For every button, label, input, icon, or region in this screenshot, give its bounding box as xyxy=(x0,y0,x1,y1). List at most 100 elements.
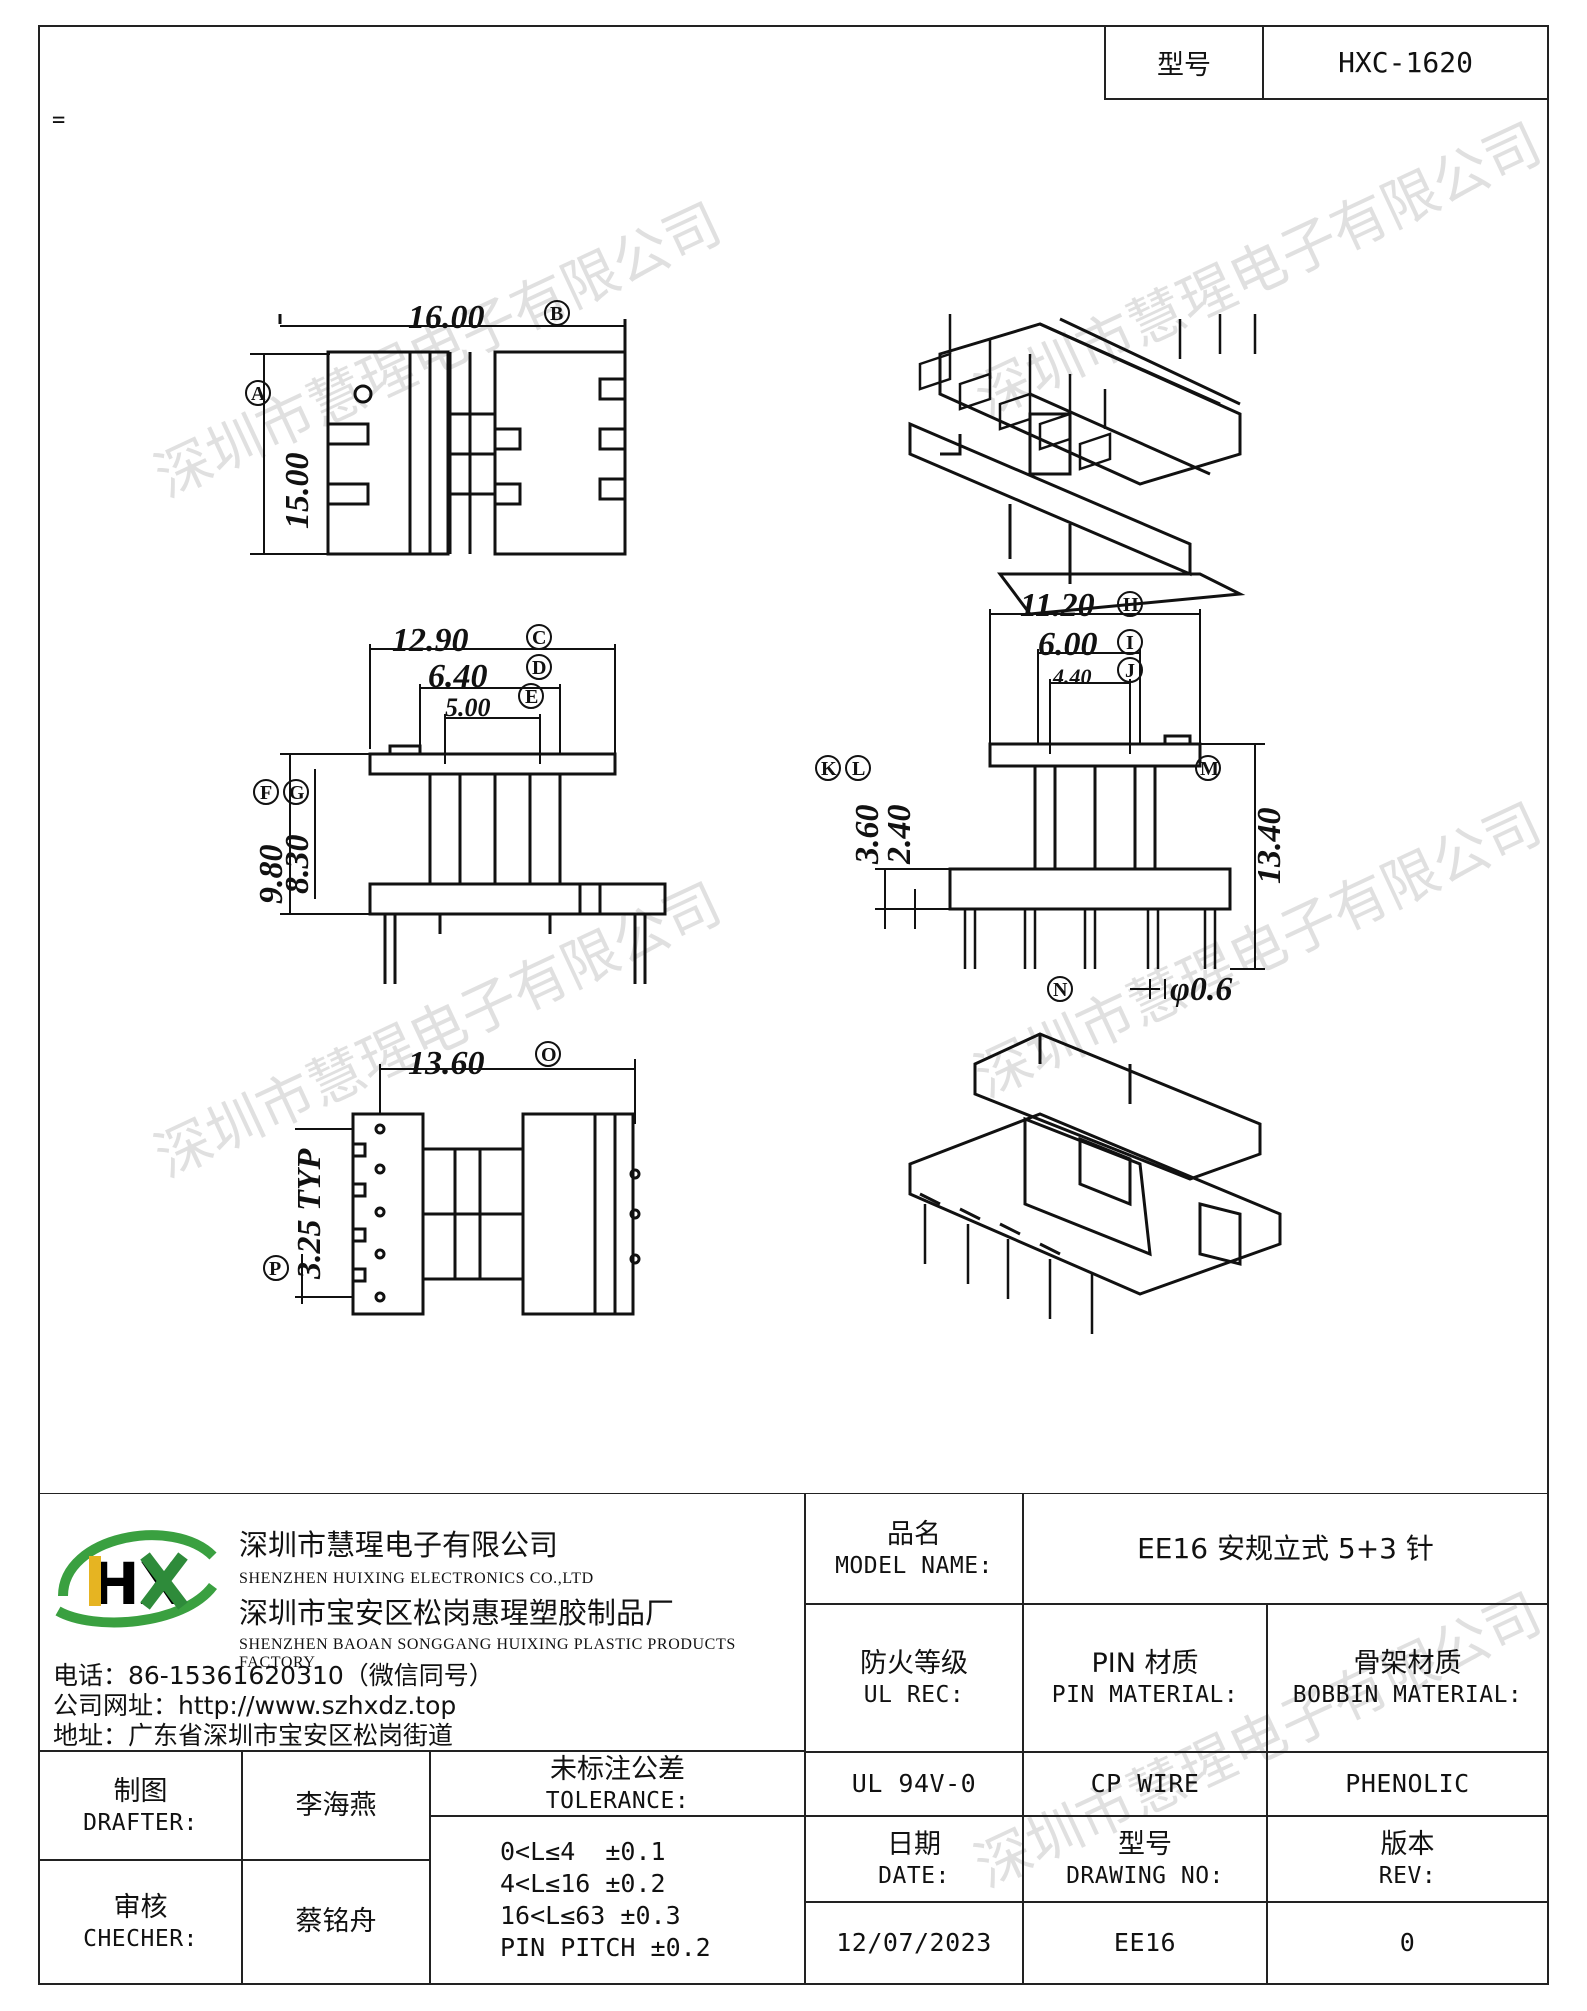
dim-front-d1: 12.90 xyxy=(392,622,469,659)
ul-label-en: UL REC: xyxy=(863,1681,965,1708)
date-label-en: DATE: xyxy=(878,1862,950,1889)
ref-m: M xyxy=(1200,758,1219,780)
ref-p: P xyxy=(269,1258,281,1280)
tolerance-label-en: TOLERANCE: xyxy=(545,1787,690,1814)
ref-i: I xyxy=(1126,632,1134,654)
ref-l: L xyxy=(852,758,865,780)
header-model-box: 型号 HXC-1620 xyxy=(1104,25,1549,102)
side-view xyxy=(875,609,1265,999)
tolerance-line-1: 0<L≤4 ±0.1 xyxy=(500,1837,666,1866)
date-label-cn: 日期 xyxy=(887,1828,941,1860)
model-value: HXC-1620 xyxy=(1262,25,1549,100)
company-phone: 电话：86-15361620310（微信同号） xyxy=(53,1661,494,1690)
model-name-label-cn: 品名 xyxy=(887,1518,941,1550)
dim-top-height: 15.00 xyxy=(279,453,316,530)
ref-j: J xyxy=(1125,660,1135,682)
dim-front-h2: 8.30 xyxy=(279,835,316,895)
company-name-en: SHENZHEN HUIXING ELECTRONICS CO.,LTD xyxy=(239,1570,594,1587)
factory-name-cn: 深圳市宝安区松岗惠瑆塑胶制品厂 xyxy=(239,1596,675,1630)
pin-material-value: CP WIRE xyxy=(1022,1751,1268,1817)
ref-c: C xyxy=(532,627,546,649)
dim-side-h1: 3.60 xyxy=(849,805,886,866)
company-website: 公司网址：http://www.szhxdz.top xyxy=(53,1691,457,1720)
model-name-label: 品名 MODEL NAME: xyxy=(804,1493,1024,1605)
rev-label-cn: 版本 xyxy=(1380,1828,1435,1860)
tolerance-values: 0<L≤4 ±0.1 4<L≤16 ±0.2 16<L≤63 ±0.3 PIN … xyxy=(429,1815,806,1985)
ref-a: A xyxy=(251,383,266,405)
pin-material-label: PIN 材质 PIN MATERIAL: xyxy=(1022,1603,1268,1753)
drawing-no-value-text: EE16 xyxy=(1113,1927,1177,1957)
tolerance-label-cn: 未标注公差 xyxy=(550,1753,685,1785)
drawing-no-value: EE16 xyxy=(1022,1901,1268,1985)
date-value-text: 12/07/2023 xyxy=(836,1927,992,1957)
dim-side-d1: 11.20 xyxy=(1020,587,1095,624)
ref-b: B xyxy=(550,303,563,325)
top-view xyxy=(250,314,627,556)
rev-label: 版本 REV: xyxy=(1266,1815,1549,1903)
isometric-view-bottom xyxy=(908,1032,1282,1334)
drafter-label-cn: 制图 xyxy=(113,1775,168,1807)
pin-material-label-cn: PIN 材质 xyxy=(1091,1647,1199,1679)
drafter-label-en: DRAFTER: xyxy=(83,1809,198,1836)
dim-side-pin: φ0.6 xyxy=(1170,971,1232,1008)
tolerance-line-2: 4<L≤16 ±0.2 xyxy=(500,1869,666,1898)
company-address: 地址：广东省深圳市宝安区松岗街道 xyxy=(53,1721,454,1750)
ul-label-cn: 防火等级 xyxy=(860,1647,968,1679)
ref-d: D xyxy=(532,657,546,679)
pin-material-value-text: CP WIRE xyxy=(1090,1768,1200,1798)
isometric-view-top xyxy=(908,314,1257,616)
tolerance-line-4: PIN PITCH ±0.2 xyxy=(500,1933,711,1962)
tolerance-line-3: 16<L≤63 ±0.3 xyxy=(500,1901,681,1930)
model-label: 型号 xyxy=(1104,25,1264,100)
ul-label: 防火等级 UL REC: xyxy=(804,1603,1024,1753)
dim-bottom-width: 13.60 xyxy=(408,1045,485,1082)
model-name-label-en: MODEL NAME: xyxy=(835,1552,993,1579)
dim-side-d3: 4.40 xyxy=(1052,664,1092,689)
note-mark: = xyxy=(52,108,66,133)
bobbin-material-value: PHENOLIC xyxy=(1266,1751,1549,1817)
dim-front-d3: 5.00 xyxy=(445,693,491,722)
ul-value-text: UL 94V-0 xyxy=(851,1768,977,1798)
drafter-value-text: 李海燕 xyxy=(295,1790,377,1822)
bobbin-material-label-en: BOBBIN MATERIAL: xyxy=(1292,1681,1523,1708)
company-info: HX 深圳市慧瑆电子有限公司 SHENZHEN HUIXING ELECTRON… xyxy=(38,1493,806,1751)
company-logo: HX xyxy=(55,1530,217,1628)
title-block: HX 深圳市慧瑆电子有限公司 SHENZHEN HUIXING ELECTRON… xyxy=(38,1493,1549,1985)
checker-value: 蔡铭舟 xyxy=(241,1859,431,1985)
dim-side-d2: 6.00 xyxy=(1038,626,1098,663)
ref-e: E xyxy=(525,686,538,708)
drafter-value: 李海燕 xyxy=(241,1751,431,1861)
tolerance-label: 未标注公差 TOLERANCE: xyxy=(429,1751,806,1817)
dim-front-d2: 6.40 xyxy=(428,658,488,695)
ul-value: UL 94V-0 xyxy=(804,1751,1024,1817)
model-name-value: EE16 安规立式 5+3 针 xyxy=(1022,1493,1549,1605)
date-label: 日期 DATE: xyxy=(804,1815,1024,1903)
technical-drawings: 16.00 15.00 12.90 6.40 5.00 9.80 8.30 11… xyxy=(245,299,1288,1334)
bobbin-material-label: 骨架材质 BOBBIN MATERIAL: xyxy=(1266,1603,1549,1753)
ref-n: N xyxy=(1053,979,1068,1001)
ref-f: F xyxy=(260,782,272,804)
dim-top-width: 16.00 xyxy=(408,299,485,336)
checker-value-text: 蔡铭舟 xyxy=(295,1906,377,1938)
checker-label-en: CHECHER: xyxy=(83,1925,198,1952)
model-name-value-text: EE16 安规立式 5+3 针 xyxy=(1137,1531,1434,1565)
drawing-no-label: 型号 DRAWING NO: xyxy=(1022,1815,1268,1903)
ref-h: H xyxy=(1123,594,1139,616)
rev-value-text: 0 xyxy=(1399,1927,1416,1957)
front-view xyxy=(280,644,667,984)
ref-o: O xyxy=(541,1044,557,1066)
company-name-cn: 深圳市慧瑆电子有限公司 xyxy=(239,1528,559,1562)
pin-material-label-en: PIN MATERIAL: xyxy=(1051,1681,1239,1708)
checker-label: 审核 CHECHER: xyxy=(38,1859,243,1985)
drawing-no-label-en: DRAWING NO: xyxy=(1066,1862,1224,1889)
drafter-label: 制图 DRAFTER: xyxy=(38,1751,243,1861)
rev-label-en: REV: xyxy=(1378,1862,1437,1889)
bottom-view xyxy=(295,1059,641,1316)
date-value: 12/07/2023 xyxy=(804,1901,1024,1985)
factory-name-en: SHENZHEN BAOAN SONGGANG HUIXING PLASTIC … xyxy=(239,1636,736,1671)
dim-side-h2: 2.40 xyxy=(881,805,918,866)
ref-g: G xyxy=(289,782,305,804)
dim-front-h1: 9.80 xyxy=(253,845,290,905)
bobbin-material-label-cn: 骨架材质 xyxy=(1353,1647,1462,1679)
drawing-no-label-cn: 型号 xyxy=(1118,1828,1172,1860)
